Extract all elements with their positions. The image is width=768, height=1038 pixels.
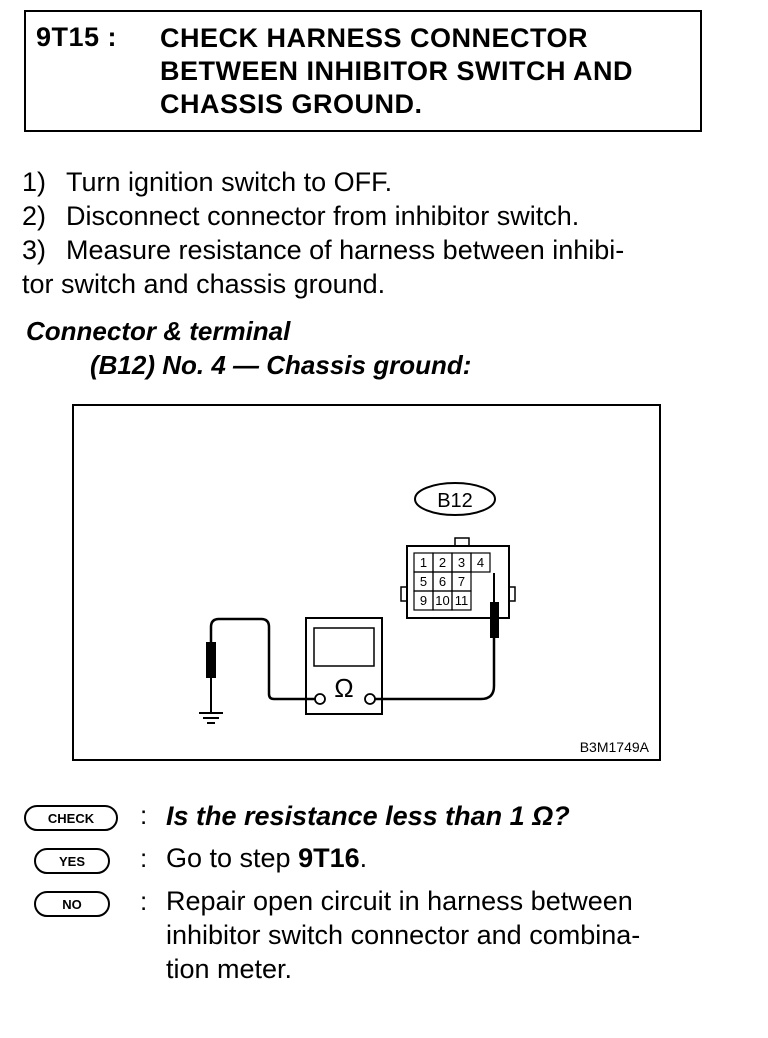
check-badge: CHECK — [24, 805, 118, 831]
instruction-number: 3) — [22, 235, 47, 265]
ground-probe-handle — [206, 642, 216, 678]
step-title-line-2: BETWEEN INHIBITOR SWITCH AND — [160, 56, 633, 86]
no-badge: NO — [34, 891, 110, 917]
chassis-ground-icon — [199, 712, 223, 724]
instruction-item-2: 2) Disconnect connector from inhibitor sw… — [22, 199, 722, 233]
meter-terminal-right — [364, 693, 376, 705]
figure-code: B3M1749A — [580, 739, 650, 755]
check-question: Is the resistance less than 1 Ω? — [166, 801, 570, 831]
yes-answer: Go to step 9T16. — [166, 841, 367, 875]
terminal-number: 9 — [420, 593, 427, 608]
circuit-diagram: B12 1 2 3 4 5 6 7 9 10 — [72, 404, 661, 761]
no-answer-line-1: Repair open circuit in harness between — [166, 886, 633, 916]
terminal-grid — [413, 552, 491, 611]
connector-label-oval — [414, 482, 496, 516]
ohmmeter-display — [313, 627, 375, 667]
instruction-text: Disconnect connector from inhibitor swit… — [66, 201, 580, 231]
ground-lead-wire — [209, 617, 315, 701]
terminal-number: 10 — [435, 593, 449, 608]
connector-subheading: (B12) No. 4 — Chassis ground: — [90, 350, 472, 380]
terminal-number: 3 — [458, 555, 465, 570]
connector-heading: Connector & terminal — [26, 316, 291, 346]
connector-latch — [454, 537, 470, 547]
connector-side-tab — [508, 586, 516, 602]
connector-housing — [406, 545, 510, 619]
terminal-number: 6 — [439, 574, 446, 589]
instruction-text: tor switch and chassis ground. — [22, 269, 386, 299]
no-colon: : — [140, 886, 148, 916]
meter-terminal-left — [314, 693, 326, 705]
terminal-number: 1 — [420, 555, 427, 570]
instruction-item-3-continued: tor switch and chassis ground. — [22, 267, 722, 301]
ohm-symbol: Ω — [334, 673, 353, 703]
no-answer-line-2: inhibitor switch connector and combina- — [166, 920, 641, 950]
step-id: 9T15 : — [36, 22, 118, 52]
connector-label: B12 — [437, 490, 473, 512]
instruction-text: Measure resistance of harness between in… — [66, 235, 625, 265]
connector-side-tab — [400, 586, 408, 602]
instruction-list: 1) Turn ignition switch to OFF. 2) Disconn… — [22, 165, 722, 301]
check-colon: : — [140, 800, 148, 830]
yes-step-ref: 9T16 — [298, 843, 360, 873]
terminal-number: 4 — [477, 555, 484, 570]
terminal-number: 2 — [439, 555, 446, 570]
step-title: CHECK HARNESS CONNECTOR BETWEEN INHIBITO… — [160, 22, 700, 121]
yes-colon: : — [140, 843, 148, 873]
instruction-item-3: 3) Measure resistance of harness between … — [22, 233, 722, 267]
terminal-cell — [470, 552, 491, 573]
instruction-number: 2) — [22, 201, 47, 231]
no-answer-line-3: tion meter. — [166, 954, 293, 984]
circuit-diagram-svg: B12 1 2 3 4 5 6 7 9 10 — [199, 482, 650, 755]
yes-answer-prefix: Go to step — [166, 843, 299, 873]
yes-answer-suffix: . — [359, 843, 368, 873]
probe-lead-wire — [375, 638, 496, 701]
probe-handle — [490, 602, 499, 638]
instruction-number: 1) — [22, 167, 47, 197]
yes-badge: YES — [34, 848, 110, 874]
instruction-text: Turn ignition switch to OFF. — [66, 167, 393, 197]
step-header-box: 9T15 : CHECK HARNESS CONNECTOR BETWEEN I… — [24, 10, 702, 132]
ohmmeter — [305, 617, 383, 715]
step-title-line-1: CHECK HARNESS CONNECTOR — [160, 23, 589, 53]
no-answer: Repair open circuit in harness between i… — [166, 884, 640, 986]
terminal-number: 11 — [455, 593, 469, 608]
step-title-line-3: CHASSIS GROUND. — [160, 89, 423, 119]
instruction-item-1: 1) Turn ignition switch to OFF. — [22, 165, 722, 199]
terminal-cell — [451, 590, 472, 611]
terminal-number: 5 — [420, 574, 427, 589]
terminal-number: 7 — [458, 574, 465, 589]
